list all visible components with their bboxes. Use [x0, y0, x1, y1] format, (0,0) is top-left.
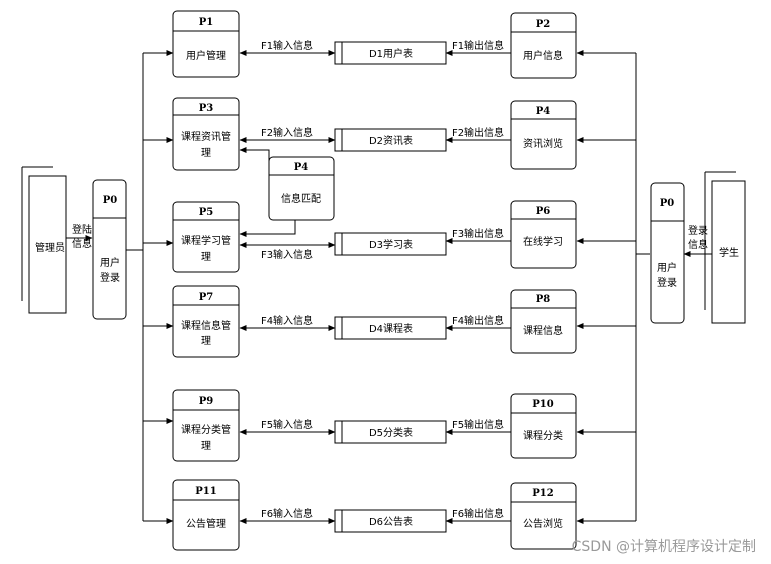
- process-id: P1: [199, 17, 213, 28]
- process-p11: P11 公告管理: [172, 479, 240, 551]
- process-id: P2: [536, 19, 551, 30]
- process-label-line-1: 课程信息管: [181, 319, 231, 332]
- process-label-line-2: 登录: [100, 271, 120, 284]
- process-id: P8: [536, 294, 551, 305]
- process-label-line-1: 课程分类管: [181, 423, 231, 436]
- student-entity: 学生: [704, 171, 746, 324]
- process-label-line-2: 理: [201, 440, 211, 452]
- data-store-d6: D6公告表: [334, 509, 447, 533]
- store-label: D5分类表: [369, 426, 413, 439]
- process-label: 公告管理: [186, 517, 226, 530]
- student-label: 学生: [719, 246, 739, 259]
- flow-label-f1-out: F1输出信息: [452, 39, 504, 52]
- process-id: P3: [199, 103, 214, 114]
- data-store-d1: D1用户表: [334, 41, 447, 65]
- process-id: P11: [195, 486, 216, 497]
- process-p3: P3 课程资讯管 理: [172, 97, 240, 171]
- process-label: 公告浏览: [523, 517, 563, 530]
- process-p0-student-login: P0 用户 登录: [650, 182, 685, 324]
- process-label-line-1: 课程资讯管: [181, 130, 231, 143]
- admin-login-flow-label-2: 信息: [72, 237, 92, 250]
- process-id: P12: [532, 488, 553, 499]
- process-p1: P1 用户管理: [172, 10, 240, 78]
- store-label: D1用户表: [369, 47, 413, 60]
- flow-label-f5-in: F5输入信息: [261, 418, 313, 431]
- student-login-flow-label-1: 登录: [688, 224, 708, 237]
- store-label: D3学习表: [369, 238, 413, 251]
- data-store-d5: D5分类表: [334, 420, 447, 444]
- process-id: P5: [199, 207, 214, 218]
- process-p9: P9 课程分类管 理: [172, 389, 240, 462]
- store-label: D4课程表: [369, 322, 413, 335]
- process-p10: P10 课程分类: [510, 393, 577, 459]
- process-id: P6: [536, 206, 551, 217]
- process-p5: P5 课程学习管 理: [172, 201, 240, 273]
- left-trunk: [126, 49, 174, 525]
- process-label: 在线学习: [523, 235, 563, 248]
- process-label-line-2: 理: [201, 335, 211, 347]
- process-id: P4: [536, 106, 551, 117]
- store-label: D6公告表: [369, 515, 413, 528]
- process-label-line-1: 用户: [657, 261, 677, 274]
- process-id: P9: [199, 396, 214, 407]
- process-p8: P8 课程信息: [510, 289, 577, 354]
- data-store-d4: D4课程表: [334, 316, 447, 340]
- flow-label-f5-out: F5输出信息: [452, 418, 504, 431]
- store-label: D2资讯表: [369, 134, 413, 147]
- process-p4-browse: P4 资讯浏览: [510, 100, 577, 170]
- process-label: 信息匹配: [281, 192, 321, 205]
- process-id: P10: [532, 399, 553, 410]
- process-label: 课程分类: [523, 429, 563, 442]
- student-login-flow-label-2: 信息: [688, 238, 708, 251]
- right-trunk: [576, 49, 650, 525]
- process-p6: P6 在线学习: [510, 200, 577, 269]
- process-p2: P2 用户信息: [510, 12, 577, 79]
- admin-label: 管理员: [35, 241, 65, 254]
- flow-label-f3-out: F3输出信息: [452, 227, 504, 240]
- process-label: 用户信息: [523, 49, 563, 62]
- flow-label-f1-in: F1输入信息: [261, 39, 313, 52]
- process-label-line-2: 登录: [657, 276, 677, 289]
- flow-label-f2-in: F2输入信息: [261, 126, 313, 139]
- row-flows: [239, 49, 511, 525]
- process-label-line-1: 课程学习管: [181, 234, 231, 247]
- process-p0-admin-login: P0 用户 登录: [92, 179, 127, 320]
- process-label: 资讯浏览: [523, 137, 563, 150]
- flow-label-f2-out: F2输出信息: [452, 126, 504, 139]
- watermark: CSDN @计算机程序设计定制: [572, 539, 756, 555]
- process-id: P7: [199, 292, 214, 303]
- process-label: 课程信息: [523, 324, 563, 337]
- flow-label-f4-out: F4输出信息: [452, 314, 504, 327]
- flow-label-f6-in: F6输入信息: [261, 507, 313, 520]
- data-store-d2: D2资讯表: [334, 128, 447, 152]
- flow-label-f4-in: F4输入信息: [261, 314, 313, 327]
- admin-login-flow-label-1: 登陆: [72, 223, 92, 236]
- process-label-line-1: 用户: [100, 256, 120, 269]
- process-p7: P7 课程信息管 理: [172, 285, 240, 358]
- flow-label-f6-out: F6输出信息: [452, 507, 504, 520]
- process-id: P4: [294, 162, 309, 173]
- admin-entity: 管理员: [21, 166, 67, 314]
- process-label: 用户管理: [186, 49, 226, 62]
- process-id: P0: [103, 195, 118, 206]
- data-store-d3: D3学习表: [334, 232, 447, 256]
- process-p4-match: P4 信息匹配: [268, 156, 335, 221]
- process-id: P0: [660, 198, 675, 209]
- process-label-line-2: 理: [201, 251, 211, 263]
- process-label-line-2: 理: [201, 147, 211, 159]
- process-p12: P12 公告浏览: [510, 482, 577, 550]
- flow-label-f3-in: F3输入信息: [261, 248, 313, 261]
